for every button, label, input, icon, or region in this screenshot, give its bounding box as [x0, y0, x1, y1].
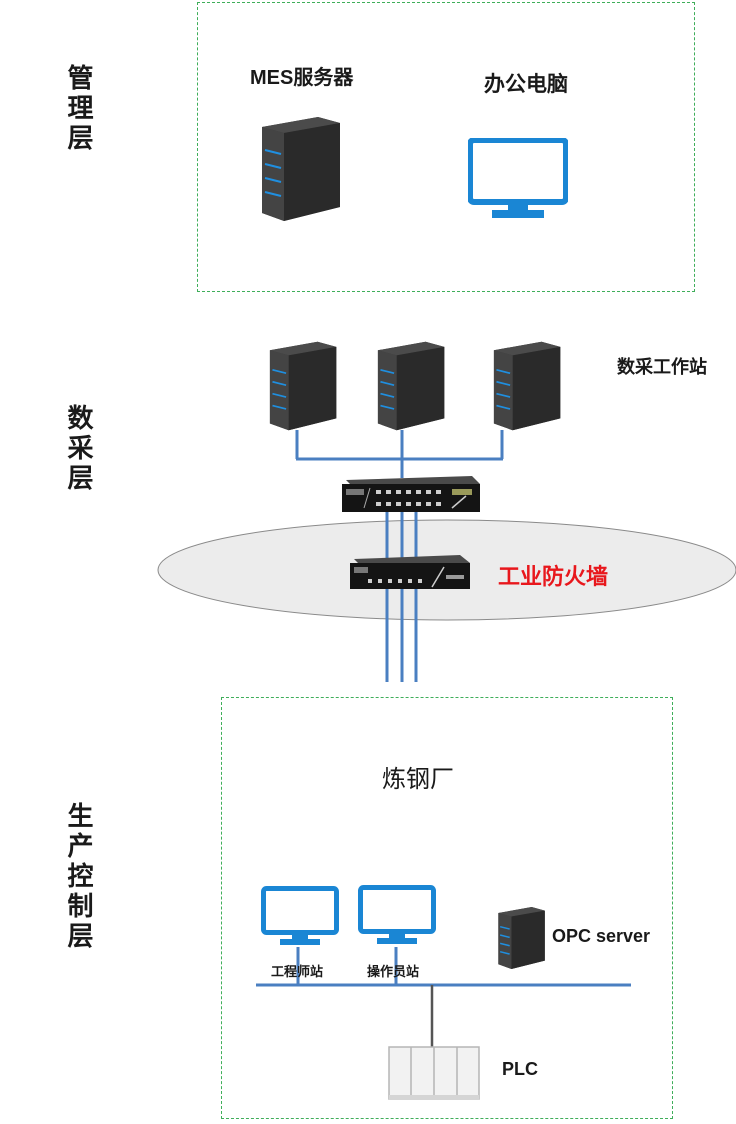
- layer-label-management-text: 管理层: [64, 64, 94, 154]
- workstation-server-icon-1: [269, 341, 337, 431]
- uplink-lines: [385, 510, 418, 682]
- opc-server-icon: [498, 907, 545, 969]
- layer-label-production-control: 生产控制层: [62, 802, 96, 952]
- firewall-device-icon: [350, 555, 470, 589]
- production-zone: [221, 697, 673, 1119]
- mes-server-label: MES服务器: [250, 67, 354, 89]
- office-pc-label: 办公电脑: [484, 73, 568, 96]
- workstation-links: [295, 430, 504, 478]
- workstation-server-icon-2: [377, 341, 445, 431]
- engineer-station-label: 工程师站: [271, 964, 324, 979]
- plc-icon: [388, 1046, 480, 1100]
- plc-label: PLC: [502, 1059, 538, 1079]
- workstation-server-icon-3: [493, 341, 561, 431]
- firewall-label: 工业防火墙: [498, 564, 609, 589]
- layer-label-data-collection-text: 数采层: [64, 404, 94, 494]
- network-switch-icon: [342, 476, 480, 512]
- mes-server-icon: [262, 117, 340, 221]
- layer-label-production-control-text: 生产控制层: [64, 802, 94, 952]
- layer-label-data-collection: 数采层: [62, 404, 96, 494]
- layer-label-management: 管理层: [62, 64, 96, 154]
- engineer-station-icon: [261, 886, 339, 945]
- operator-station-label: 操作员站: [367, 964, 420, 979]
- operator-station-icon: [358, 885, 436, 944]
- plant-label: 炼钢厂: [382, 766, 454, 793]
- opc-server-label: OPC server: [552, 926, 651, 946]
- management-zone: [197, 2, 695, 292]
- workstations-label: 数采工作站: [617, 357, 707, 377]
- office-pc-icon: [468, 138, 568, 218]
